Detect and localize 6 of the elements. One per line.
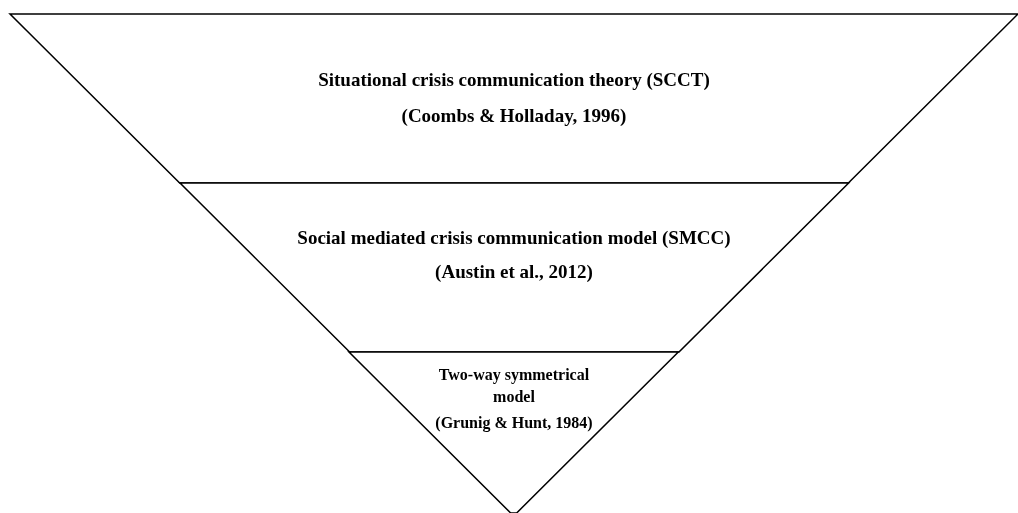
citation: (Coombs & Holladay, 1996) [401,104,627,128]
citation: (Austin et al., 2012) [435,260,593,284]
model-name: Situational crisis communication theory (SCCT) [318,68,710,92]
model-name: Social mediated crisis communication model (SMCC) [297,226,731,250]
model-name: Two-way symmetrical model [437,365,591,407]
citation: (Grunig & Hunt, 1984) [435,413,593,434]
